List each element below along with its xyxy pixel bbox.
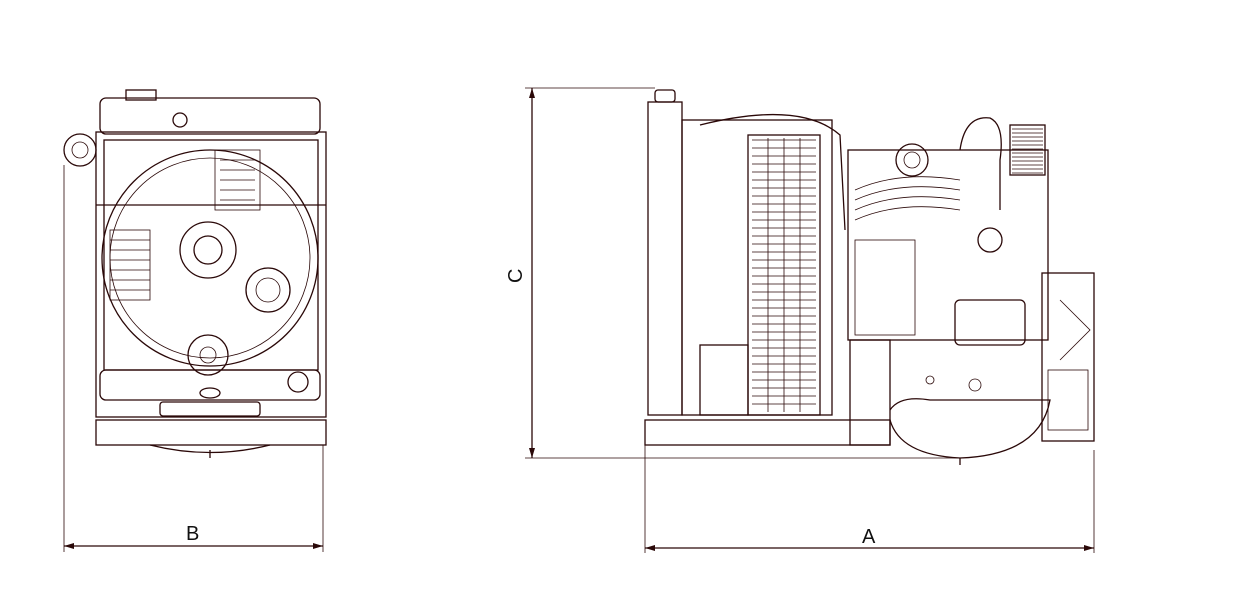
dimension-c-label: C (505, 269, 527, 283)
dimension-a (644, 445, 1095, 553)
dimension-c (525, 87, 960, 459)
dimension-a-label: A (862, 526, 876, 548)
side-view-engine (644, 89, 1095, 465)
dimension-b (63, 165, 324, 552)
dimension-b-label: B (186, 523, 199, 545)
front-view-engine (63, 89, 327, 458)
